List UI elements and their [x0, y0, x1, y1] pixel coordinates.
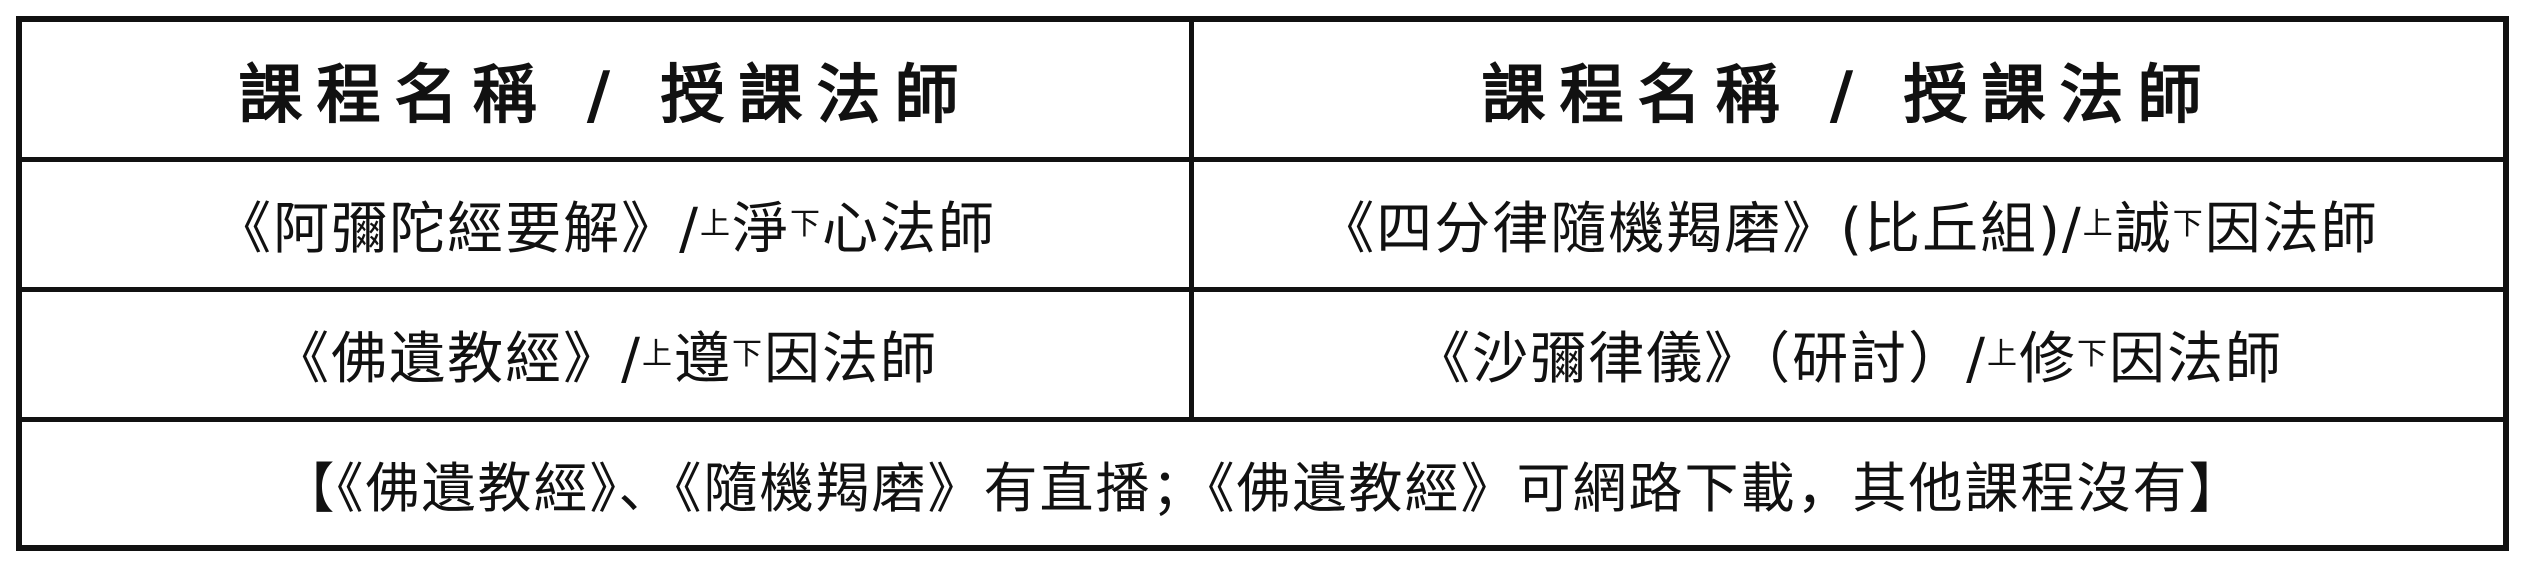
course-table: 課程名稱 / 授課法師 課程名稱 / 授課法師 《阿彌陀經要解》/ 上淨下心法師…: [16, 16, 2509, 551]
course-cell: 《沙彌律儀》（研討）/ 上修下因法師: [1194, 292, 2503, 417]
course-title: 《四分律隨機羯磨》(比丘組)/: [1318, 197, 2083, 262]
table-row: 《佛遺教經》/ 上遵下因法師 《沙彌律儀》（研討）/ 上修下因法師: [22, 292, 2503, 422]
table-header-row: 課程名稱 / 授課法師 課程名稱 / 授課法師: [22, 22, 2503, 162]
teacher-name-upper: 遵: [673, 327, 732, 392]
header-cell-left: 課程名稱 / 授課法師: [22, 22, 1194, 157]
course-title: 《沙彌律儀》（研討）/: [1414, 327, 1987, 392]
teacher-name-upper: 修: [2018, 327, 2077, 392]
broadcast-note-row: 【《佛遺教經》、《隨機羯磨》有直播；《佛遺教經》可網路下載，其他課程沒有】: [22, 422, 2503, 545]
course-cell: 《阿彌陀經要解》/ 上淨下心法師: [22, 162, 1194, 287]
teacher-name-lower: 因法師: [2204, 197, 2379, 262]
teacher-name-upper: 淨: [731, 197, 790, 262]
course-cell: 《四分律隨機羯磨》(比丘組)/ 上誠下因法師: [1194, 162, 2503, 287]
course-title: 《阿彌陀經要解》/: [215, 197, 700, 262]
teacher-name-upper: 誠: [2114, 197, 2173, 262]
header-cell-right: 課程名稱 / 授課法師: [1481, 58, 2216, 133]
teacher-name-lower: 因法師: [763, 327, 938, 392]
teacher-name-lower: 因法師: [2108, 327, 2283, 392]
table-row: 《阿彌陀經要解》/ 上淨下心法師 《四分律隨機羯磨》(比丘組)/ 上誠下因法師: [22, 162, 2503, 292]
broadcast-note: 【《佛遺教經》、《隨機羯磨》有直播；《佛遺教經》可網路下載，其他課程沒有】: [280, 457, 2245, 520]
course-cell: 《佛遺教經》/ 上遵下因法師: [22, 292, 1194, 417]
course-title: 《佛遺教經》/: [273, 327, 642, 392]
teacher-name-lower: 心法師: [821, 197, 996, 262]
